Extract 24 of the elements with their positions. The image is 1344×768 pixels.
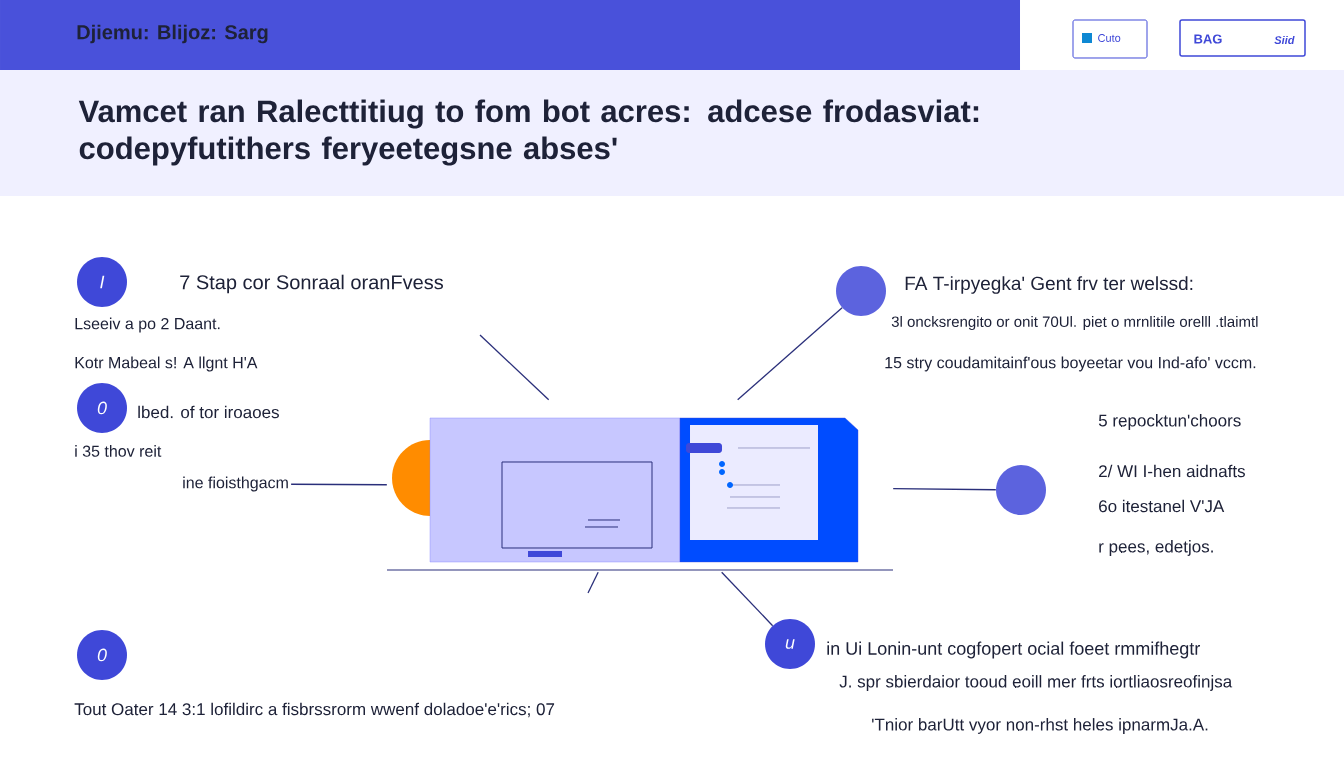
header-button: Cuto (1072, 19, 1148, 59)
circle-icon (836, 266, 886, 316)
title: Vamcet ran Ralecttitiug to fom bot acres: adcese frodasviat: codepyfutithers feryeetegsne abses' (78, 99, 979, 166)
header-button: BAG Siid (1179, 19, 1306, 57)
text-label: J. spr sbierdaior tooud eoill mer frts iortliaosreofinjsa (839, 675, 1233, 691)
text-label: ine fioisthgacm (183, 476, 288, 492)
label: BAG (1194, 34, 1222, 44)
leader-line (721, 571, 774, 627)
leader-line (290, 483, 388, 486)
leader-line (737, 307, 843, 401)
text-label: 6o itestanel V'JA (1099, 499, 1225, 513)
text-label: r pees, edetjos. (1099, 540, 1213, 556)
text-label: 7 Stap cor Sonraal oranFvess (180, 274, 443, 294)
label: Siid (1274, 35, 1295, 45)
header-text: Djiemu: Blijoz: Sarg (77, 24, 268, 44)
text-label: 3l oncksrengito or onit 70Ul. piet o mrnlitile orelll .tlaimtl (891, 316, 1258, 330)
circle-icon (996, 465, 1046, 515)
leader-line (892, 488, 997, 491)
text-label: 15 stry coudamitainf'ous boyeetar vou Ind-afo' vccm. (885, 356, 1256, 372)
leader-line (587, 571, 599, 594)
leader-line (479, 334, 550, 401)
text-label: 'Tnior barUtt vyor non-rhst heles ipnarmJa.A. (872, 718, 1208, 734)
text-label: 2/ WI I-hen aidnafts (1099, 464, 1245, 478)
wallet-drawing (386, 417, 894, 571)
